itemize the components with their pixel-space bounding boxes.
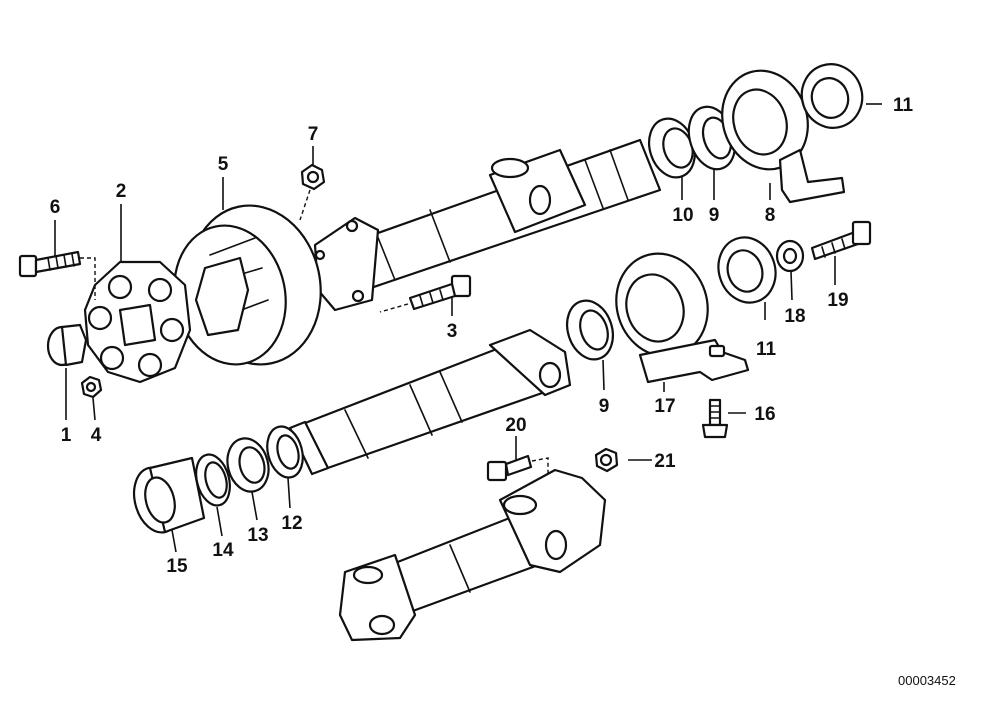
nut-21 [594,447,619,473]
flex-disc-2 [83,260,192,384]
ring-13 [226,437,270,493]
washer-18 [775,239,805,273]
callout-8: 8 [765,205,776,226]
callout-15: 15 [166,556,188,577]
callout-11-upper: 11 [893,95,914,116]
callout-9-upper: 9 [709,205,720,226]
upper-propeller-shaft [313,138,662,312]
callout-16: 16 [754,404,775,425]
callout-13: 13 [247,525,268,546]
callout-4: 4 [91,425,102,446]
callout-3: 3 [447,321,458,342]
callout-10: 10 [672,205,693,226]
callout-12: 12 [281,513,302,534]
seal-ring-10 [648,117,696,179]
dust-cap-11-lower [717,236,777,304]
dust-cap-11-upper [800,63,864,129]
vibration-damper-5 [173,204,322,366]
rear-yoke-shaft [338,468,607,642]
centering-sleeve-1 [46,323,88,367]
seal-ring-9-lower [566,299,614,361]
reference-code: 00003452 [898,673,956,688]
nut-4 [80,375,103,399]
callout-6: 6 [50,197,61,218]
center-bearing-8 [721,69,846,204]
bolt-3 [379,274,472,313]
bolt-16 [701,398,729,439]
callout-21: 21 [654,451,676,472]
center-bearing-17 [615,252,750,384]
ring-14 [195,453,231,507]
leader-lines [54,103,882,553]
callout-2: 2 [116,181,127,202]
nut-7 [299,163,326,221]
callout-9-lower: 9 [599,396,610,417]
ring-12 [266,425,304,479]
callout-labels: 1 2 3 4 5 6 7 8 9 9 10 11 11 12 13 14 15… [50,95,914,577]
callout-19: 19 [827,290,848,311]
callout-11-lower: 11 [756,339,777,360]
callout-17: 17 [654,396,675,417]
callout-20: 20 [505,415,526,436]
callout-14: 14 [212,540,234,561]
bolt-20 [486,454,549,482]
bolt-6 [18,250,96,300]
callout-7: 7 [308,124,319,145]
callout-5: 5 [218,154,229,175]
bolt-19 [810,220,872,261]
boot-15 [132,456,206,534]
lower-propeller-shaft [288,328,572,476]
callout-1: 1 [61,425,72,446]
callout-18: 18 [784,306,805,327]
